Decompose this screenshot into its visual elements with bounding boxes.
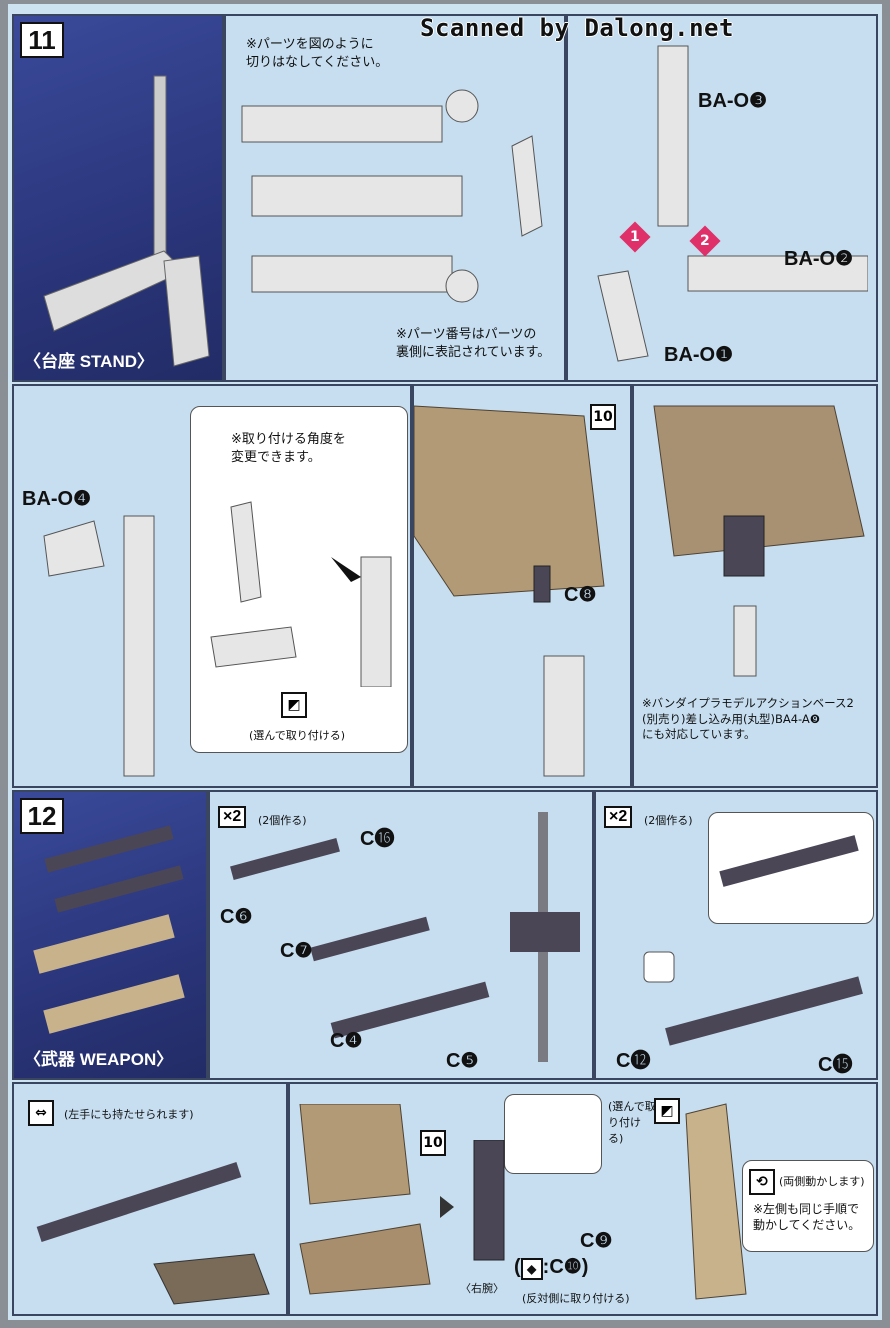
ref-step: 10	[420, 1130, 446, 1156]
rotate-icon: ⟲	[749, 1169, 775, 1195]
stand-arm-panel: BA-O❹ ※取り付ける角度を 変更できます。 ◩ (選んで取り付ける)	[12, 384, 412, 788]
part-label-c5: C❺	[446, 1050, 479, 1072]
bandai-note: ※バンダイプラモデルアクションベース2 (別売り)差し込み用(丸型)BA4-A❾…	[642, 696, 854, 742]
part-label-c6: C❻	[220, 906, 253, 928]
multiplier-note: (2個作る)	[644, 814, 693, 827]
part-number-note: ※パーツ番号はパーツの 裏側に表記されています。	[396, 327, 551, 360]
choose-note: (選んで取り付ける)	[608, 1100, 656, 1145]
rifle-vertical-illustration	[510, 812, 580, 1062]
step12-weapon-panel: 12 〈武器 WEAPON〉	[12, 790, 208, 1080]
left-hand-note: (左手にも持たせられます)	[64, 1108, 194, 1121]
part-label-c9: C❾	[580, 1230, 613, 1252]
angle-parts-illustration	[210, 501, 392, 687]
watermark: Scanned by Dalong.net	[420, 14, 734, 42]
rifle-folding-panel: ×2 (2個作る) C⓬ C⓯	[594, 790, 878, 1080]
hand-weapon-illustration	[36, 1161, 270, 1305]
opposite-note: (反対側に取り付ける)	[522, 1292, 630, 1305]
part-label-c12: C⓬	[616, 1050, 651, 1072]
multiplier-note: (2個作る)	[258, 814, 307, 827]
part-label-c7: C❼	[280, 940, 313, 962]
part-label-ba04: BA-O❹	[22, 488, 92, 510]
step11-stand-panel: 11 〈台座 STAND〉	[12, 14, 224, 382]
part-label-ba01: BA-O❶	[664, 344, 734, 366]
rifle-assembly-panel: ×2 (2個作る) C⓰ C❻ C❼ C❹ C❺	[208, 790, 594, 1080]
choose-icon: ◩	[654, 1098, 680, 1124]
choose-icon: ◩	[281, 692, 307, 718]
weapon-illustration	[33, 825, 185, 1034]
right-arm-illustration	[473, 1140, 505, 1261]
step-number: 12	[20, 798, 64, 834]
left-same-note: ※左側も同じ手順で 動かしてください。	[753, 1202, 861, 1233]
next-arrow	[440, 1196, 454, 1218]
right-arm-label: 〈右腕〉	[460, 1282, 504, 1295]
backpack-illustration	[414, 405, 605, 777]
mirror-icon: ◆	[520, 1258, 543, 1280]
part-label-c4: C❹	[330, 1030, 363, 1052]
angle-note: ※取り付ける角度を 変更できます。	[231, 432, 346, 465]
rifle-final-illustration	[643, 951, 863, 1046]
angle-callout: ※取り付ける角度を 変更できます。 ◩ (選んで取り付ける)	[190, 406, 408, 753]
backpack-mount-panel: 10 C❽	[412, 384, 632, 788]
mounted-panel: ※バンダイプラモデルアクションベース2 (別売り)差し込み用(丸型)BA4-A❾…	[632, 384, 878, 788]
section-title: 〈台座 STAND〉	[24, 352, 155, 371]
cut-note: ※パーツを図のように 切りはなしてください。	[246, 37, 389, 70]
runner-parts-illustration	[241, 89, 543, 303]
cut-parts-panel: ※パーツを図のように 切りはなしてください。 ※パーツ番号はパーツの 裏側に表記…	[224, 14, 566, 382]
folding-callout	[708, 812, 874, 924]
mounted-illustration	[653, 405, 865, 677]
stand-post-illustration	[43, 515, 155, 777]
stand-assembly-illustration	[597, 45, 868, 362]
part-label-c16: C⓰	[360, 828, 395, 850]
step-number: 11	[20, 22, 64, 58]
part-label-c8: C❽	[564, 584, 597, 606]
folding-illustration	[719, 835, 859, 887]
part-label-ba02: BA-O❷	[784, 248, 854, 270]
part-label-ba03: BA-O❸	[698, 90, 768, 112]
forearm-illustration	[299, 1104, 431, 1295]
stand-assembly-panel: BA-O❸ BA-O❷ BA-O❶ 1 2	[566, 14, 878, 382]
rifle-parts-illustration	[230, 838, 490, 1039]
choose-note: (選んで取り付ける)	[249, 729, 346, 742]
multiplier: ×2	[604, 806, 633, 828]
both-hands-icon: ⇔	[28, 1100, 54, 1126]
arm-attach-panel: 10 〈右腕〉 C❾ (◆:C❿) (反対側に取り付ける) (選んで取り付ける)…	[288, 1082, 878, 1316]
both-sides-callout: ⟲ (両側動かします) ※左側も同じ手順で 動かしてください。	[742, 1160, 874, 1252]
both-sides-note: (両側動かします)	[779, 1175, 865, 1188]
section-title: 〈武器 WEAPON〉	[24, 1050, 174, 1069]
ref-step: 10	[590, 404, 616, 430]
shield-illustration	[685, 1103, 747, 1300]
hand-weapon-panel: ⇔ (左手にも持たせられます)	[12, 1082, 288, 1316]
c10-label: (◆:C❿)	[514, 1256, 589, 1280]
multiplier: ×2	[218, 806, 247, 828]
stand-illustration	[43, 75, 210, 367]
arm-detail-callout	[504, 1094, 602, 1174]
instruction-page: Scanned by Dalong.net 11 〈台座 STAND〉 ※パーツ…	[8, 4, 882, 1320]
part-label-c15: C⓯	[818, 1054, 853, 1076]
